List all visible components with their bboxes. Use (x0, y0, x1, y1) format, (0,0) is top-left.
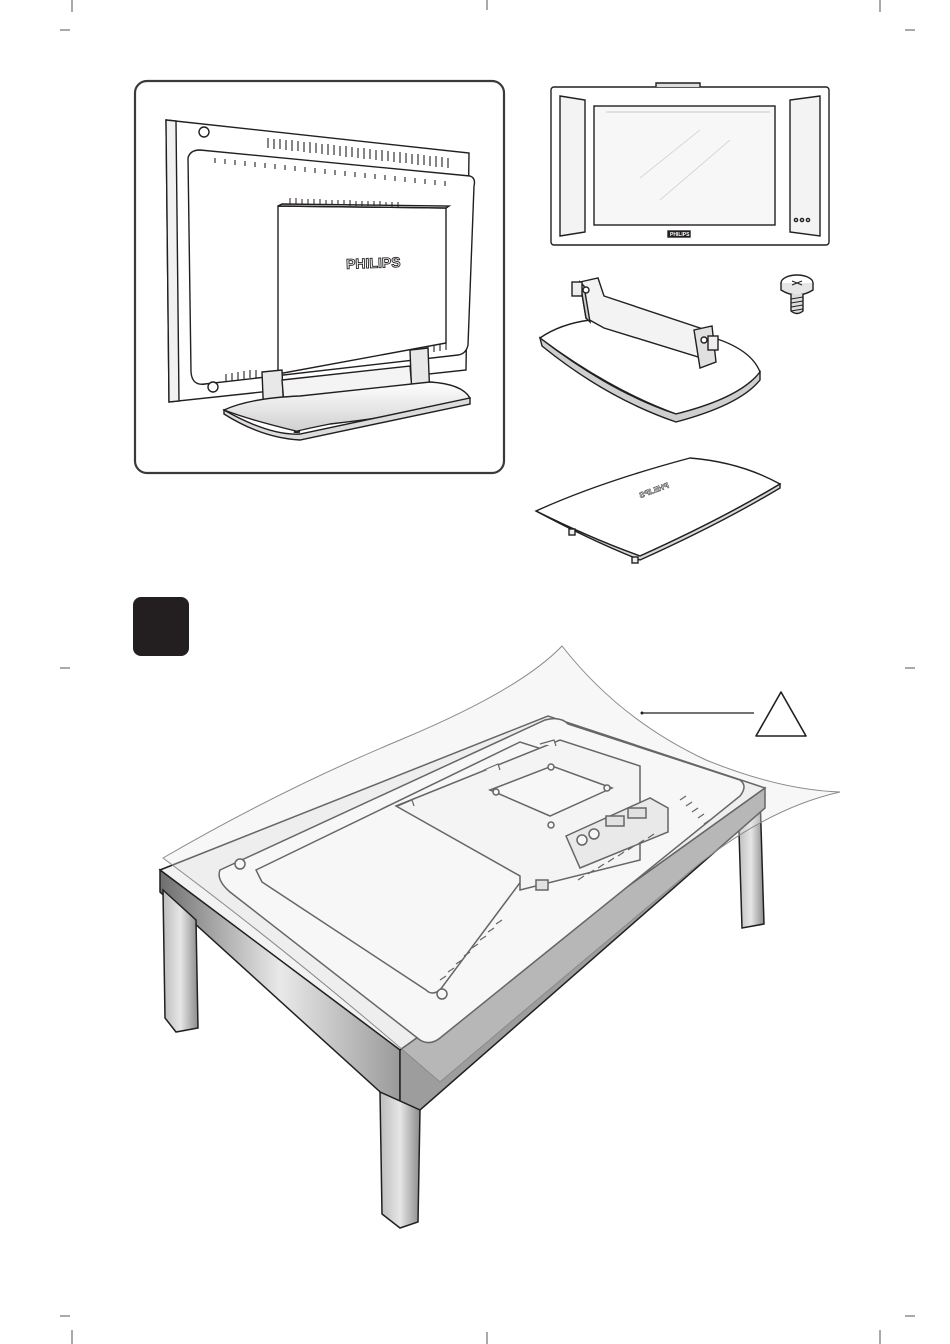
stand-base-part (540, 278, 760, 422)
tv-rear-view (166, 120, 475, 440)
table-leg-front-center (380, 1092, 420, 1228)
protective-film (163, 646, 840, 1082)
tv-front-view (551, 83, 829, 245)
warning-triangle-icon (756, 692, 806, 736)
screw-icon (781, 275, 813, 314)
tv-front-logo: PHILIPS (670, 232, 690, 238)
step-badge (133, 597, 189, 656)
table-with-tv-illustration (160, 646, 840, 1228)
warning-callout (641, 692, 807, 736)
tv-rear-logo: PHILIPS (346, 254, 401, 272)
stand-cover-part (536, 458, 780, 563)
tv-on-stand-frame: PHILIPS (135, 81, 504, 473)
